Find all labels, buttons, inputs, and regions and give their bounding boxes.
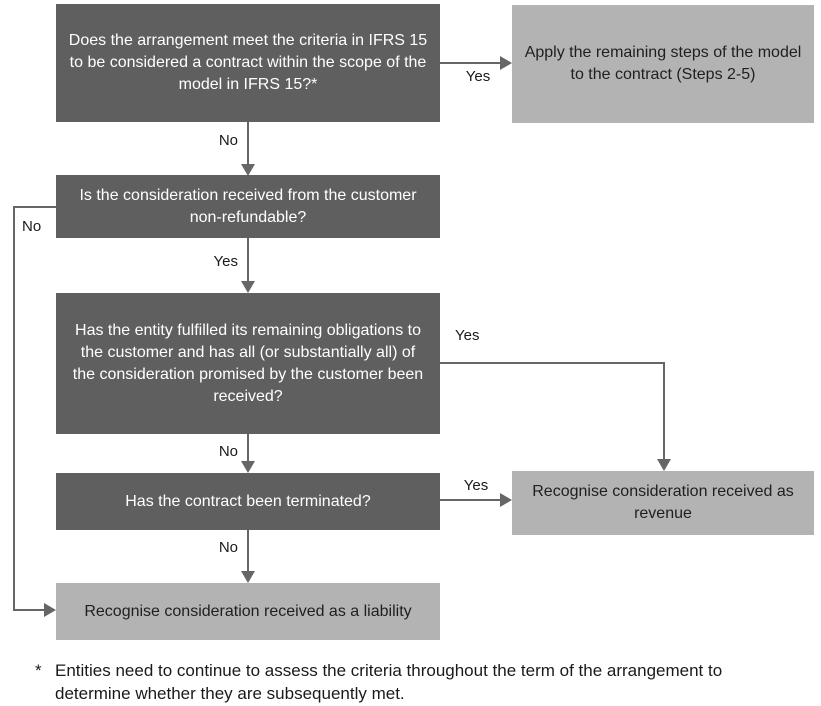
- node-obligations-fulfilled-question: Has the entity fulfilled its remaining o…: [56, 293, 440, 434]
- edge-label-q3-no: No: [218, 443, 238, 460]
- footnote-line-2: determine whether they are subsequently …: [55, 684, 405, 703]
- edge-label-q1-no: No: [218, 132, 238, 149]
- arrowhead-q2-no: [44, 603, 56, 617]
- edge-label-q2-no: No: [22, 218, 42, 235]
- node-contract-criteria-question: Does the arrangement meet the criteria i…: [56, 4, 440, 122]
- edge-label-q2-yes: Yes: [213, 253, 238, 270]
- arrowhead-q4-no: [241, 571, 255, 583]
- node-non-refundable-question: Is the consideration received from the c…: [56, 175, 440, 238]
- edge-label-q3-yes: Yes: [455, 327, 480, 344]
- arrowhead-q3-yes: [657, 459, 671, 471]
- edge-q3-yes: [440, 362, 665, 459]
- node-contract-terminated-question: Has the contract been terminated?: [56, 473, 440, 530]
- edge-label-q4-no: No: [218, 539, 238, 556]
- edge-q2-no: [13, 206, 56, 611]
- arrowhead-q3-no: [241, 461, 255, 473]
- node-apply-remaining-steps: Apply the remaining steps of the model t…: [512, 5, 814, 123]
- edge-label-q4-yes: Yes: [463, 477, 489, 494]
- arrowhead-q2-yes: [241, 281, 255, 293]
- footnote-text: Entities need to continue to assess the …: [55, 659, 722, 705]
- footnote-line-1: Entities need to continue to assess the …: [55, 661, 723, 680]
- arrowhead-q4-yes: [500, 493, 512, 507]
- footnote-asterisk: *: [35, 661, 42, 680]
- node-recognise-revenue: Recognise consideration received as reve…: [512, 471, 814, 535]
- arrowhead-q1-yes: [500, 56, 512, 70]
- edge-label-q1-yes: Yes: [465, 68, 491, 85]
- footnote: * Entities need to continue to assess th…: [35, 659, 722, 705]
- node-recognise-liability: Recognise consideration received as a li…: [56, 583, 440, 640]
